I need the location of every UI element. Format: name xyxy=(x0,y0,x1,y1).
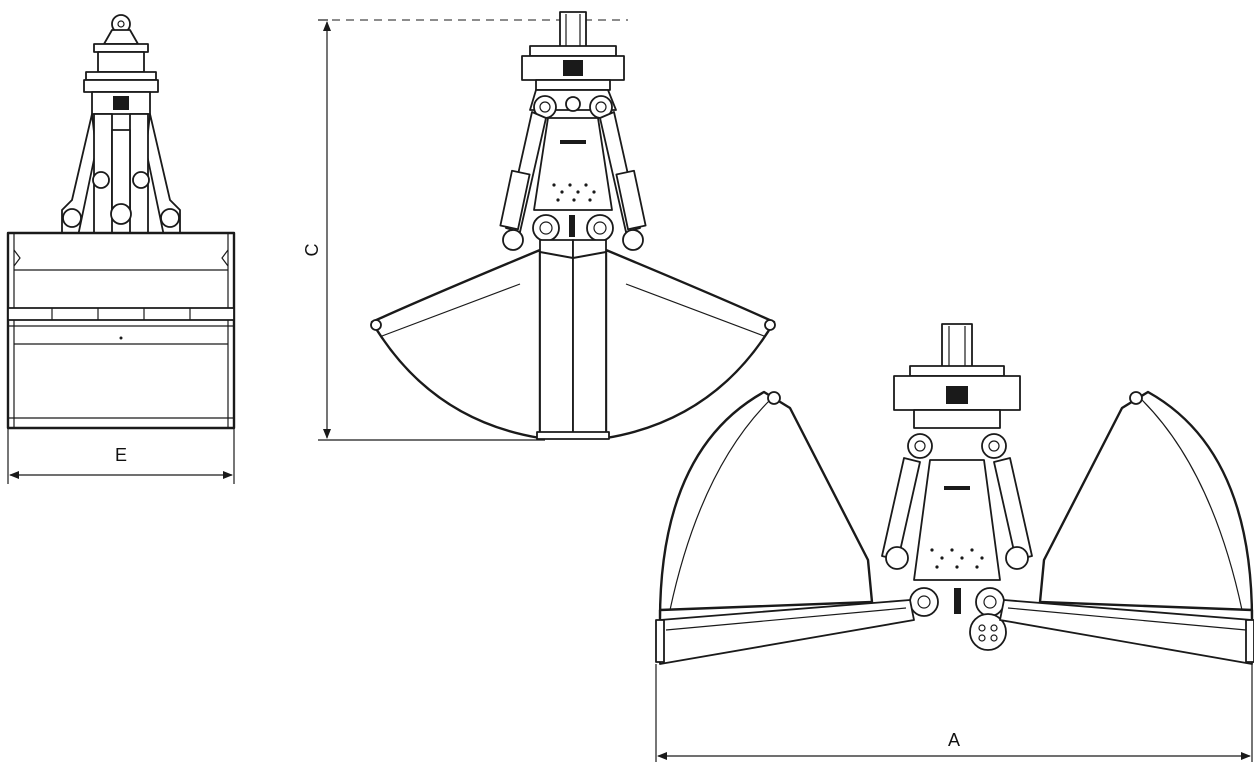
front-view-closed: C xyxy=(302,11,776,441)
dimension-label-e: E xyxy=(115,445,127,465)
dimension-label-a: A xyxy=(948,730,960,750)
side-view: E xyxy=(6,14,236,484)
front-view-open: A xyxy=(655,323,1254,762)
dimension-label-c: C xyxy=(302,244,322,257)
